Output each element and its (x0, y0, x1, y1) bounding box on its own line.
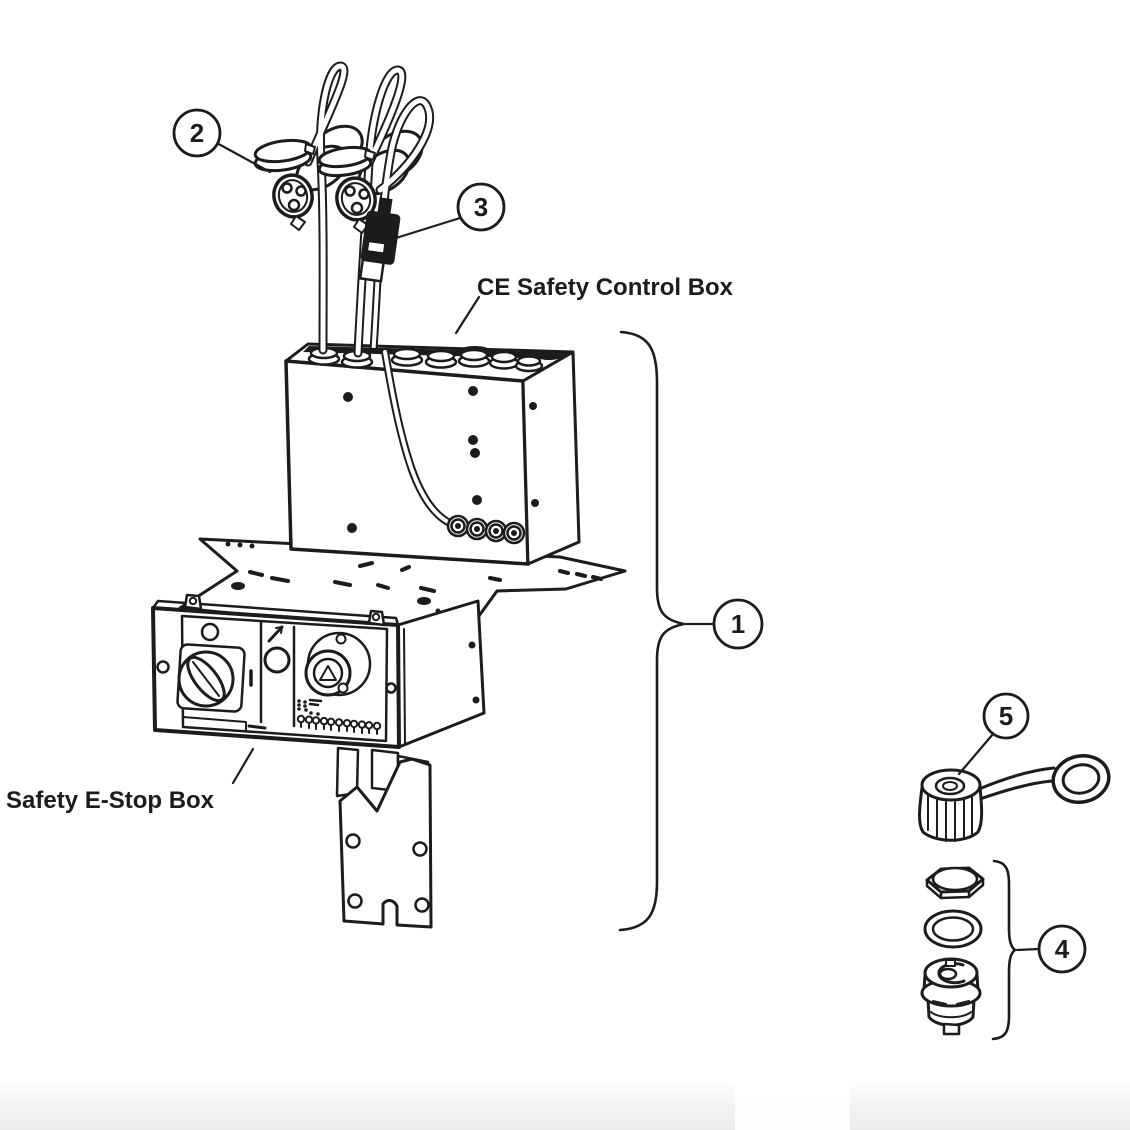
page-footer-gap (735, 1078, 850, 1130)
assembly-brace (618, 330, 715, 932)
connector-face-left (272, 173, 314, 231)
control-box-screws (343, 386, 539, 533)
estop-button (304, 631, 372, 697)
control-box-right-face (521, 350, 581, 566)
control-box-label-group: CE Safety Control Box (454, 274, 734, 335)
callout-4-number: 4 (1055, 934, 1070, 964)
callout-2: 2 (172, 108, 272, 174)
callout-3-number: 3 (474, 192, 488, 222)
cap-lanyard-strap (975, 766, 1056, 802)
connector-kit (920, 859, 1041, 1041)
kit-brace (991, 859, 1041, 1041)
estop-box (151, 593, 486, 749)
mounting-bracket (335, 746, 433, 929)
control-box-label: CE Safety Control Box (477, 274, 734, 301)
lanyard-ring (1051, 754, 1111, 804)
receptacle (920, 957, 982, 1036)
estop-mount-tabs (183, 593, 386, 627)
o-ring (923, 909, 983, 949)
plate-slot-dashes (248, 561, 603, 593)
page-footer-shade (0, 1078, 1130, 1130)
control-box (284, 342, 581, 566)
callout-5-number: 5 (999, 701, 1013, 731)
front-panel-cable (381, 348, 456, 528)
cable-glands (307, 346, 544, 373)
estop-right-face (396, 599, 486, 749)
connector-cap-right (317, 145, 376, 178)
callout-1-number: 1 (731, 609, 745, 639)
callout-4: 4 (1037, 924, 1087, 974)
callout-3: 3 (394, 182, 506, 240)
reset-button (263, 625, 291, 674)
cap-body (918, 768, 984, 842)
callout-5: 5 (957, 692, 1030, 776)
hex-nut (925, 866, 985, 900)
rotary-switch (176, 643, 253, 713)
panel-connector-row (446, 514, 526, 545)
plate-holes (225, 541, 451, 616)
estop-box-label: Safety E-Stop Box (6, 787, 215, 814)
panel-indicator-hole (200, 622, 220, 642)
protective-cap (918, 754, 1111, 842)
callout-1: 1 (712, 598, 764, 650)
label-marks (297, 698, 323, 716)
connector-face-right (335, 176, 377, 234)
connector-plugs (253, 61, 435, 358)
terminal-strip (296, 698, 382, 735)
inline-connector (358, 197, 401, 352)
estop-box-label-group: Safety E-Stop Box (6, 747, 255, 814)
callout-2-number: 2 (190, 118, 204, 148)
